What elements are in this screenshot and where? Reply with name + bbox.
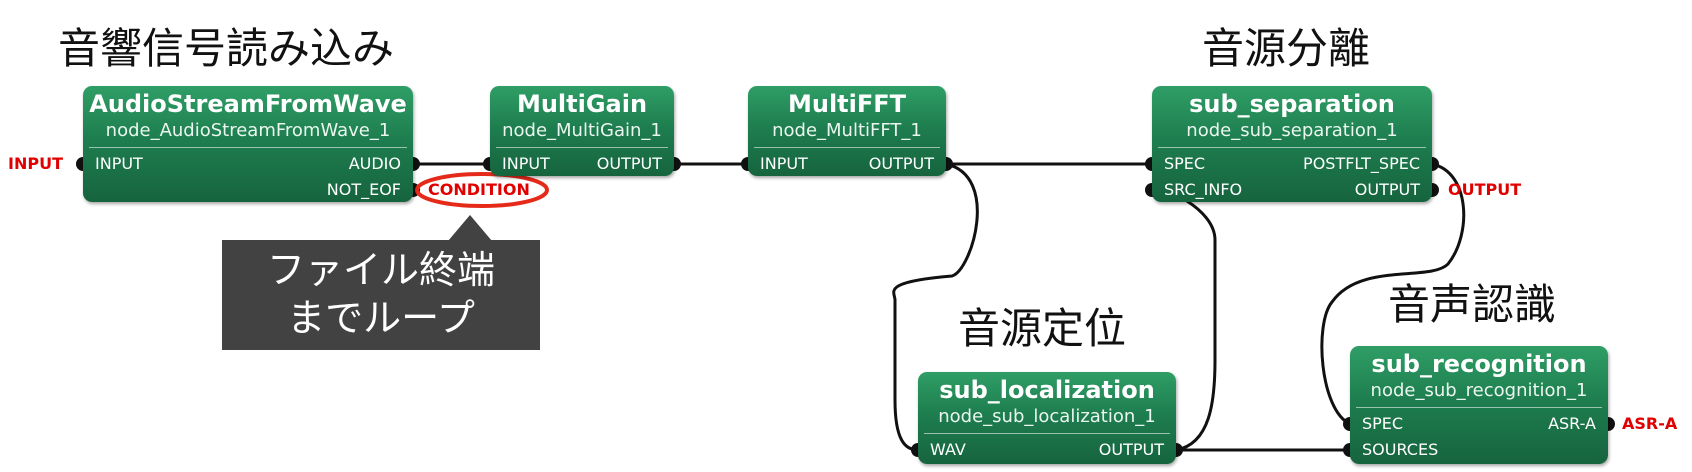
callout-line-1: ファイル終端 bbox=[266, 248, 495, 292]
node-audiostreamfromwave[interactable]: AudioStreamFromWave node_AudioStreamFrom… bbox=[83, 86, 413, 202]
node-title: MultiFFT bbox=[787, 90, 907, 118]
terminal-output-label[interactable]: OUTPUT bbox=[1448, 180, 1522, 199]
port-src-info[interactable]: SRC_INFO bbox=[1164, 180, 1243, 199]
node-title: sub_separation bbox=[1189, 90, 1395, 118]
wire-separation-to-recognition bbox=[1320, 162, 1466, 426]
node-instance-name: node_AudioStreamFromWave_1 bbox=[105, 120, 391, 141]
port-asr-a[interactable]: ASR-A bbox=[1548, 414, 1596, 433]
terminal-asr-label[interactable]: ASR-A bbox=[1622, 414, 1678, 433]
node-instance-name: node_MultiGain_1 bbox=[502, 120, 662, 141]
node-title: AudioStreamFromWave bbox=[89, 90, 407, 118]
terminal-condition-label[interactable]: CONDITION bbox=[428, 180, 530, 199]
port-output[interactable]: OUTPUT bbox=[596, 154, 662, 173]
node-instance-name: node_sub_separation_1 bbox=[1186, 120, 1398, 141]
node-divider bbox=[496, 147, 668, 148]
title-separation: 音源分離 bbox=[1202, 24, 1371, 73]
port-spec[interactable]: SPEC bbox=[1362, 414, 1404, 433]
node-instance-name: node_sub_recognition_1 bbox=[1370, 380, 1588, 401]
node-sub-separation[interactable]: sub_separation node_sub_separation_1 SPE… bbox=[1152, 86, 1432, 202]
node-sub-localization[interactable]: sub_localization node_sub_localization_1… bbox=[918, 372, 1176, 464]
condition-highlight bbox=[415, 172, 549, 208]
node-title: sub_recognition bbox=[1371, 350, 1587, 378]
wire-multifft-to-localization bbox=[892, 162, 979, 452]
node-instance-name: node_sub_localization_1 bbox=[938, 406, 1156, 427]
node-instance-name: node_MultiFFT_1 bbox=[772, 120, 922, 141]
node-divider bbox=[89, 147, 407, 148]
loop-callout: ファイル終端 までループ bbox=[222, 240, 540, 350]
port-postflt-spec[interactable]: POSTFLT_SPEC bbox=[1303, 154, 1420, 173]
title-audio-input: 音響信号読み込み bbox=[58, 24, 395, 73]
port-sources[interactable]: SOURCES bbox=[1362, 440, 1439, 459]
callout-line-2: までループ bbox=[287, 296, 475, 340]
port-spec[interactable]: SPEC bbox=[1164, 154, 1206, 173]
port-input[interactable]: INPUT bbox=[95, 154, 143, 173]
title-localization: 音源定位 bbox=[958, 304, 1127, 353]
node-sub-recognition[interactable]: sub_recognition node_sub_recognition_1 S… bbox=[1350, 346, 1608, 464]
port-audio[interactable]: AUDIO bbox=[348, 154, 401, 173]
port-wav[interactable]: WAV bbox=[930, 440, 966, 459]
node-divider bbox=[924, 433, 1170, 434]
node-title: MultiGain bbox=[516, 90, 648, 118]
callout-pointer bbox=[448, 215, 492, 241]
terminal-input-label[interactable]: INPUT bbox=[8, 154, 63, 173]
port-output[interactable]: OUTPUT bbox=[1098, 440, 1164, 459]
node-multifft[interactable]: MultiFFT node_MultiFFT_1 INPUT OUTPUT bbox=[748, 86, 946, 176]
port-input[interactable]: INPUT bbox=[760, 154, 808, 173]
port-output[interactable]: OUTPUT bbox=[1354, 180, 1420, 199]
title-recognition: 音声認識 bbox=[1388, 280, 1557, 329]
node-divider bbox=[1158, 147, 1426, 148]
node-divider bbox=[1356, 407, 1602, 408]
node-title: sub_localization bbox=[939, 376, 1155, 404]
node-divider bbox=[754, 147, 940, 148]
port-output[interactable]: OUTPUT bbox=[868, 154, 934, 173]
node-multigain[interactable]: MultiGain node_MultiGain_1 INPUT OUTPUT bbox=[490, 86, 674, 176]
port-input[interactable]: INPUT bbox=[502, 154, 550, 173]
port-not-eof[interactable]: NOT_EOF bbox=[326, 180, 401, 199]
